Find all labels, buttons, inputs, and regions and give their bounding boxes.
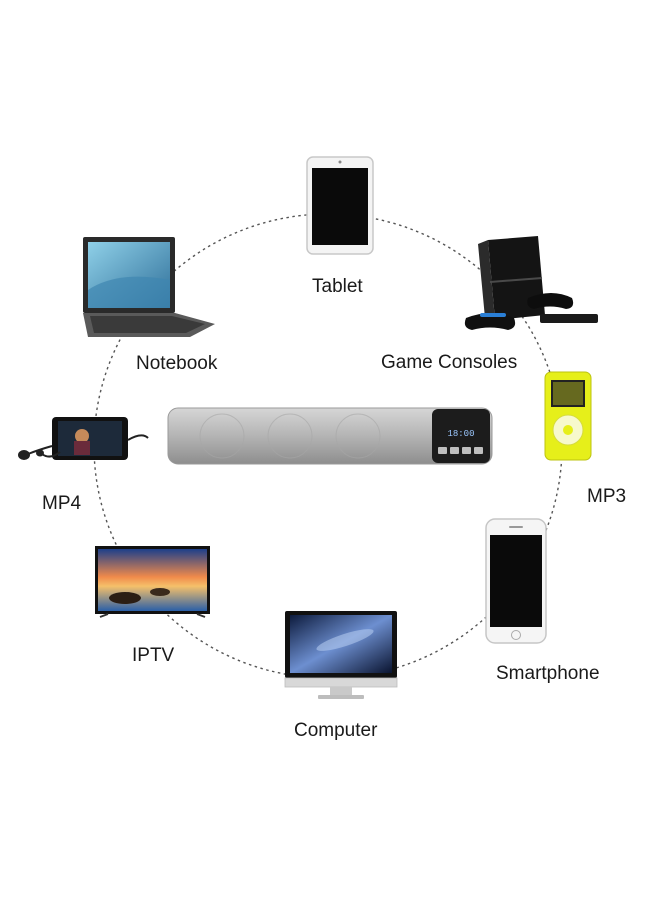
label-tablet: Tablet [312,276,363,297]
label-game-consoles: Game Consoles [381,352,518,373]
tv-icon [95,546,210,618]
mp4-player-icon [18,417,149,460]
label-computer: Computer [294,720,378,741]
computer-monitor-icon [284,611,398,699]
label-mp3: MP3 [587,486,627,507]
label-smartphone: Smartphone [496,663,600,684]
mp3-player-icon [544,371,592,461]
label-iptv: IPTV [132,645,175,666]
label-notebook: Notebook [136,353,218,374]
label-mp4: MP4 [42,493,82,514]
laptop-icon [83,237,215,337]
game-console-icon [464,236,598,330]
tablet-icon [306,156,374,255]
speaker-display-text: 18:00 [447,429,474,439]
smartphone-icon [485,518,547,644]
soundbar-speaker-icon: 18:00 [167,407,493,465]
